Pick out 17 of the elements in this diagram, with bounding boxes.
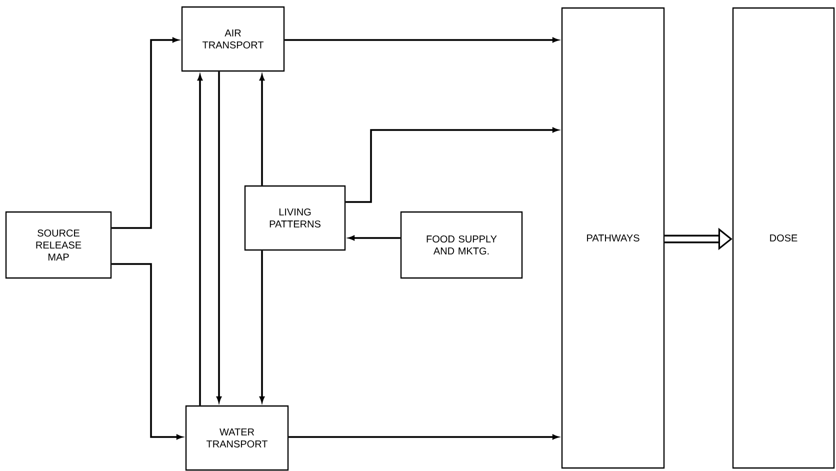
arrow [112, 263, 182, 440]
arrow [348, 236, 400, 240]
arrow [260, 250, 264, 402]
process-box: SOURCE RELEASE MAP [5, 211, 112, 279]
arrow [346, 128, 558, 203]
arrow [112, 38, 178, 229]
process-box: LIVING PATTERNS [244, 185, 346, 251]
tall-box: PATHWAYS [561, 7, 665, 469]
process-box: AIR TRANSPORT [181, 6, 285, 72]
arrow [288, 434, 558, 440]
tall-box: DOSE [732, 7, 835, 469]
arrow [198, 74, 202, 406]
arrow [284, 38, 558, 42]
process-box: FOOD SUPPLY AND MKTG. [400, 211, 523, 279]
arrow [216, 72, 222, 402]
arrow [260, 74, 264, 186]
process-box: WATER TRANSPORT [185, 405, 289, 471]
